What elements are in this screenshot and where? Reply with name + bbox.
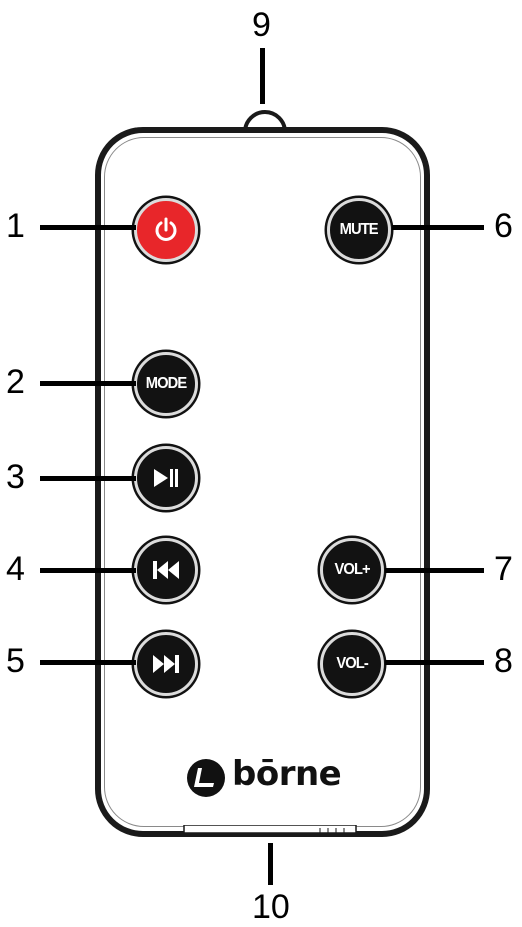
callout-number-6: 6 xyxy=(494,209,513,243)
previous-track-icon xyxy=(151,559,181,581)
callout-line-9 xyxy=(260,48,265,104)
callout-number-2: 2 xyxy=(6,365,25,399)
volume-down-label: VOL- xyxy=(336,655,367,673)
mute-button[interactable]: MUTE xyxy=(327,198,391,262)
mode-button[interactable]: MODE xyxy=(134,352,198,416)
mode-label: MODE xyxy=(146,375,186,393)
callout-line-6 xyxy=(392,225,484,230)
callout-line-7 xyxy=(385,568,484,573)
volume-up-label: VOL+ xyxy=(334,561,369,579)
borne-logo-icon xyxy=(185,757,227,799)
callout-line-8 xyxy=(385,660,484,665)
next-track-icon xyxy=(151,653,181,675)
callout-number-4: 4 xyxy=(6,552,25,586)
play-pause-button[interactable] xyxy=(134,446,198,510)
callout-line-1 xyxy=(40,225,136,230)
callout-line-3 xyxy=(40,476,136,481)
callout-number-10: 10 xyxy=(252,890,290,924)
previous-track-button[interactable] xyxy=(134,538,198,602)
callout-line-5 xyxy=(40,660,136,665)
callout-number-7: 7 xyxy=(494,552,513,586)
battery-compartment xyxy=(180,825,360,839)
callout-number-5: 5 xyxy=(6,644,25,678)
brand-name: bōrne xyxy=(232,754,341,794)
volume-down-button[interactable]: VOL- xyxy=(320,632,384,696)
power-button[interactable] xyxy=(134,198,198,262)
play-pause-icon xyxy=(152,467,180,489)
mute-label: MUTE xyxy=(340,221,378,239)
volume-up-button[interactable]: VOL+ xyxy=(320,538,384,602)
callout-number-8: 8 xyxy=(494,644,513,678)
callout-number-9: 9 xyxy=(252,8,271,42)
next-track-button[interactable] xyxy=(134,632,198,696)
callout-line-2 xyxy=(40,381,136,386)
callout-line-4 xyxy=(40,568,136,573)
power-icon xyxy=(153,217,179,243)
callout-number-3: 3 xyxy=(6,460,25,494)
callout-number-1: 1 xyxy=(6,209,25,243)
callout-line-10 xyxy=(268,843,273,885)
